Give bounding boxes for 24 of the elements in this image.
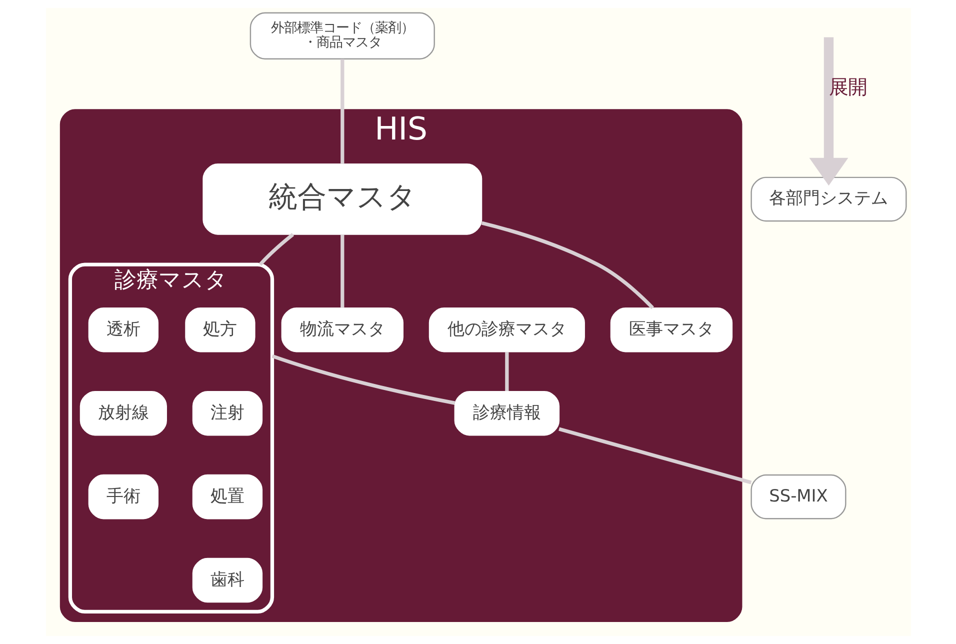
- connector: [340, 59, 344, 164]
- connector: [340, 234, 344, 308]
- connector: [558, 427, 752, 484]
- connector: [504, 352, 508, 392]
- node-box: 診療情報: [454, 390, 560, 436]
- node-box: 手術: [88, 474, 158, 520]
- node-box: 医事マスタ: [610, 307, 732, 352]
- node-box: 物流マスタ: [280, 307, 403, 352]
- edge-label: 展開: [828, 76, 867, 99]
- arrow: [808, 37, 848, 186]
- connector: [258, 232, 294, 266]
- node-box: SS-MIX: [750, 474, 846, 520]
- node-box: 透析: [88, 307, 158, 352]
- node-box: 処置: [192, 474, 262, 520]
- node-box: 処方: [184, 307, 255, 352]
- node-box: 放射線: [79, 390, 166, 436]
- node-box: 他の診療マスタ: [428, 307, 584, 352]
- connector: [271, 354, 455, 405]
- node-box: 注射: [192, 390, 262, 436]
- node-box: 統合マスタ: [202, 164, 482, 235]
- node-box: 外部標準コード（薬剤） ・商品マスタ: [249, 12, 434, 60]
- connector: [480, 221, 654, 310]
- node-box: 歯科: [192, 558, 262, 603]
- node-box: 各部門システム: [750, 176, 906, 222]
